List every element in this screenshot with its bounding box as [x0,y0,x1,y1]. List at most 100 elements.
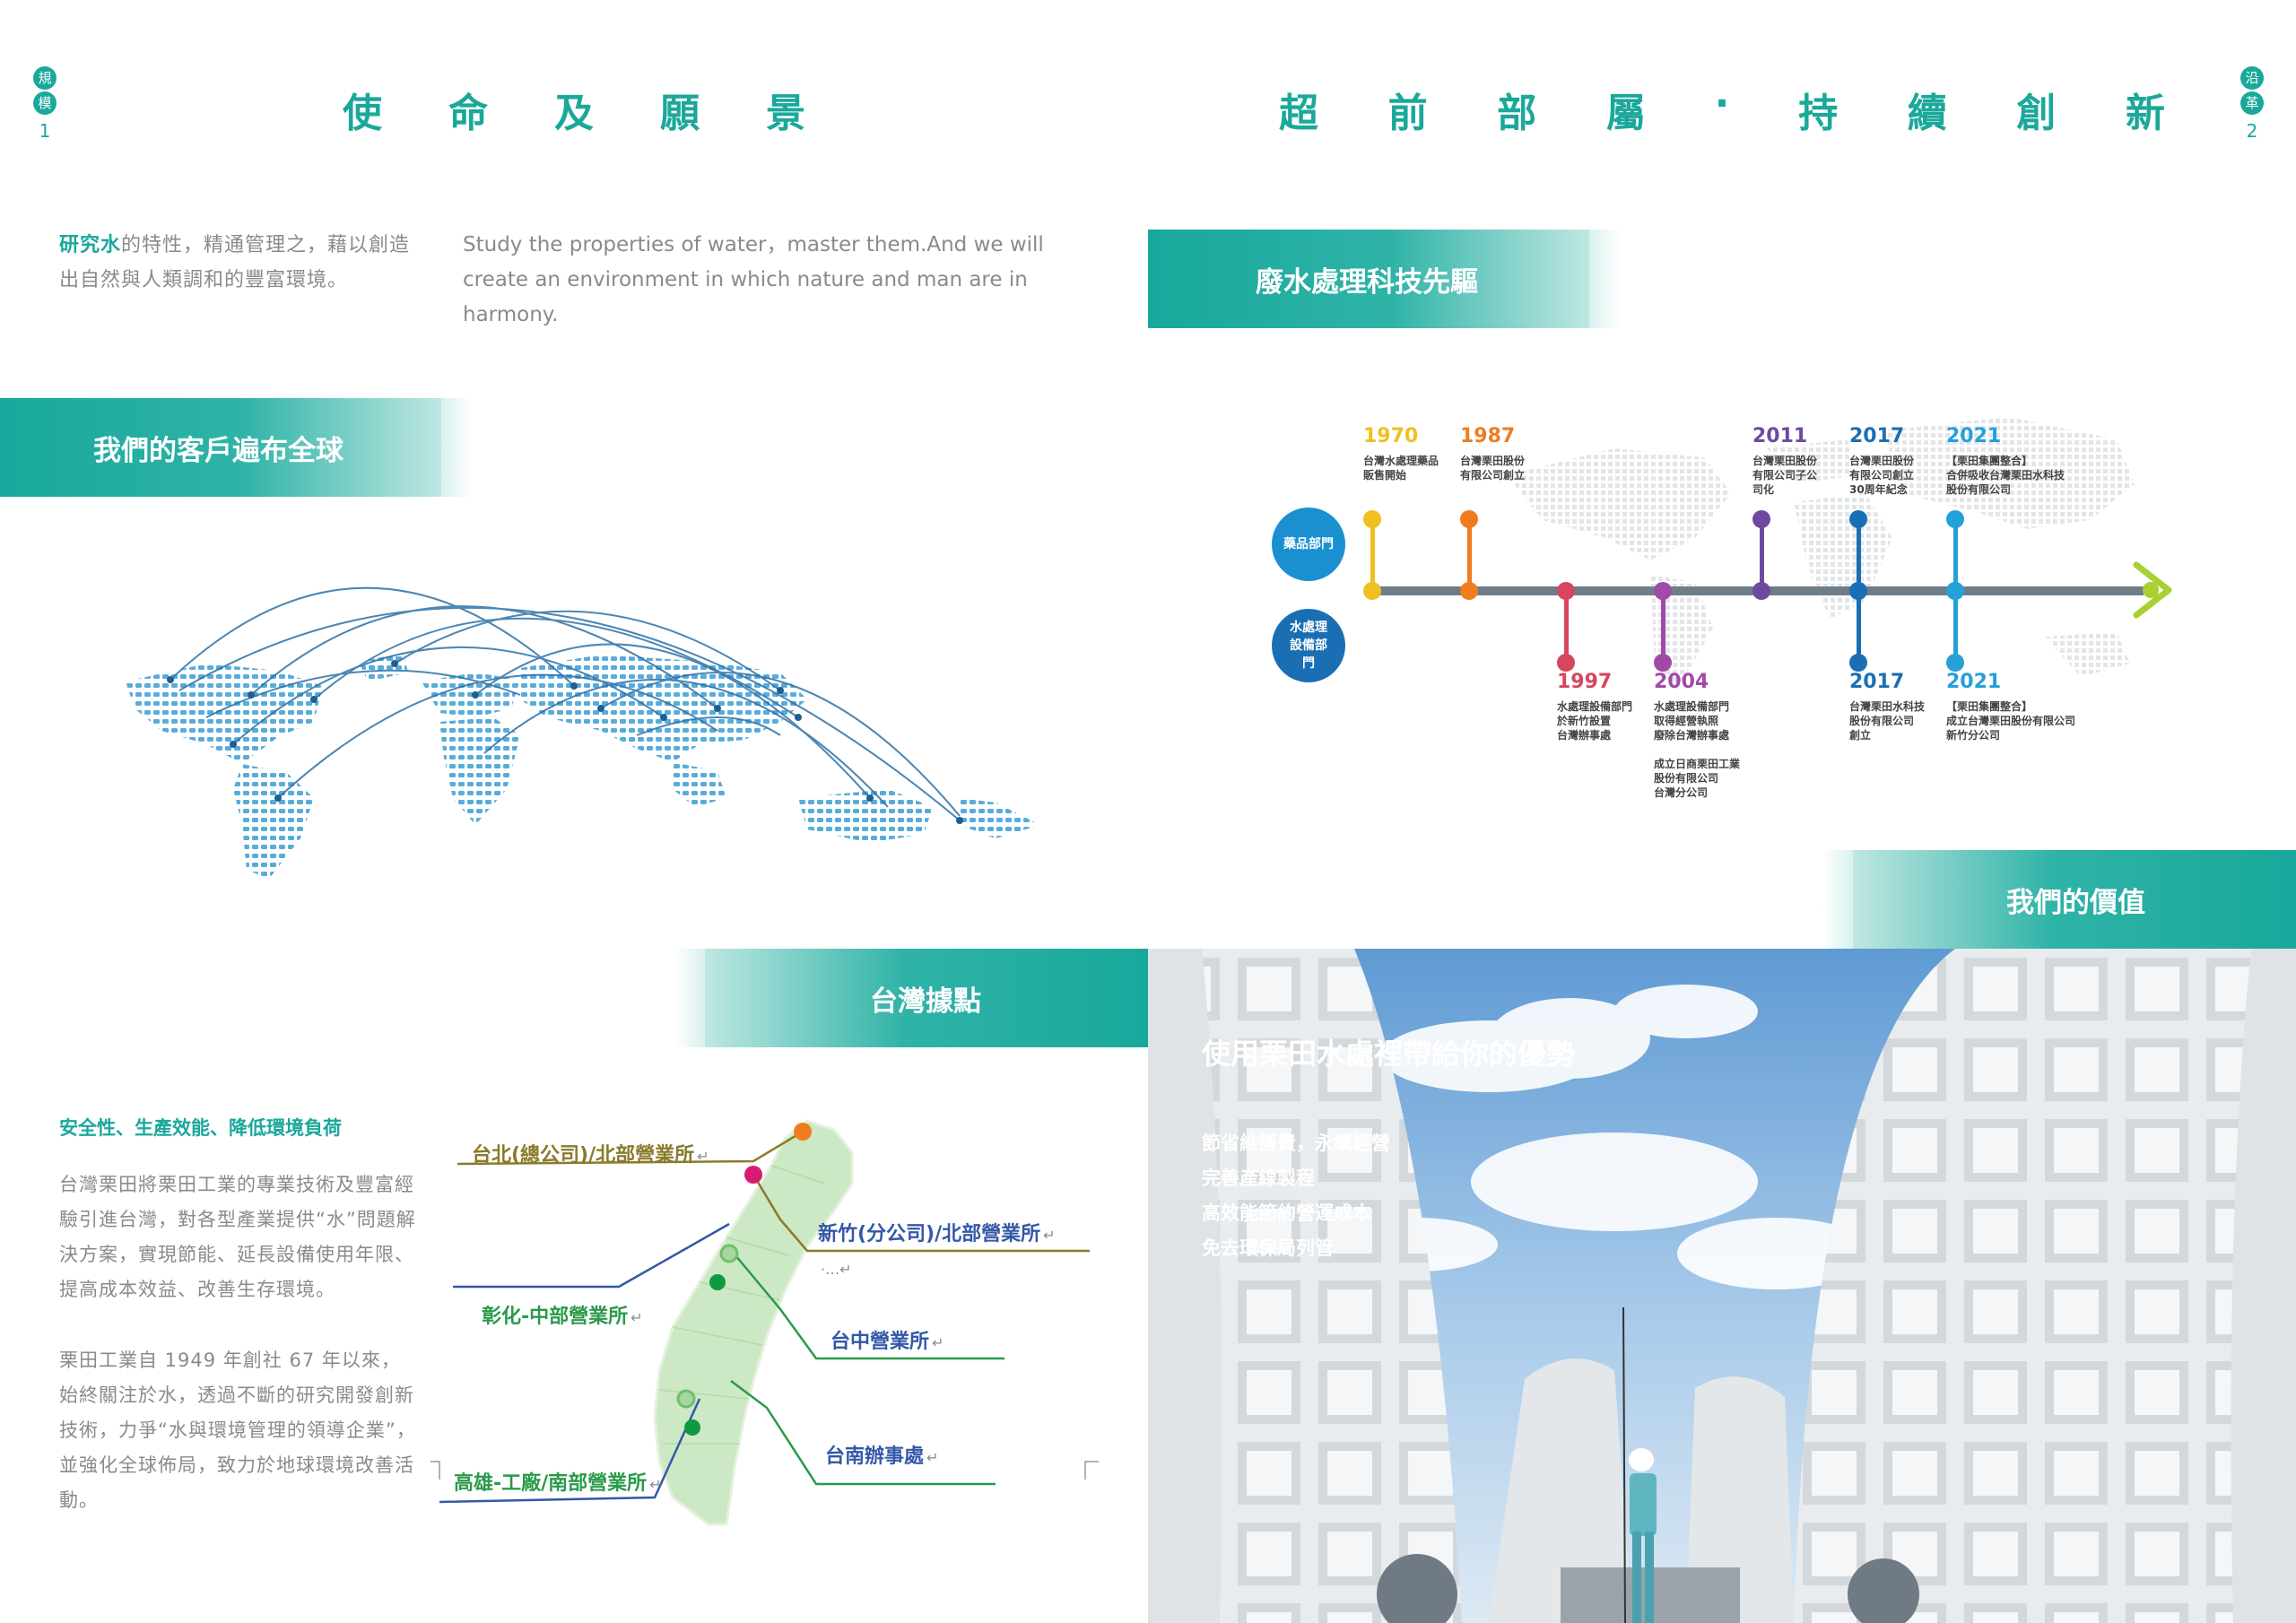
location-tainan: 台南辦事處↵ [825,1440,938,1469]
timeline-description: 台灣栗田股份有限公司創立 [1460,455,1526,482]
timeline-end-dot [1849,510,1867,528]
timeline-description: 【栗田集團整合】合併吸收台灣栗田水科技股份有限公司 [1946,455,2066,496]
timeline-node [1557,582,1575,600]
tab-char: 模 [33,91,57,115]
location-label: 台南辦事處 [825,1445,925,1468]
mission-highlight: 研究水 [59,234,122,256]
return-mark: ↵ [926,1449,939,1466]
timeline-stem [1953,519,1958,591]
timeline-node [1752,582,1770,600]
value-item: 免去環保局列管 [1202,1237,1334,1259]
banner-label: 我們的價值 [2006,886,2145,919]
banner-taiwan-locations: 台灣據點 [674,949,1148,1047]
dept-chemicals: 藥品部門 [1272,508,1345,581]
taiwan-subtitle: 安全性、生產效能、降低環境負荷 [59,1117,342,1139]
tab-char: 規 [33,66,57,90]
location-hsinchu-note: ·…↵ [818,1257,852,1280]
location-label: 台北(總公司)/北部營業所 [472,1144,695,1167]
banner-wastewater-pioneer: 廢水處理科技先驅 [1148,230,1620,328]
banner-global-customers: 我們的客戶遍布全球 [0,398,472,497]
banner-fade [674,949,705,1047]
page-tab-scale[interactable]: 規 模 1 [31,66,58,142]
mission-text-zh: 研究水的特性，精通管理之，藉以創造出自然與人類調和的豐富環境。 [59,228,418,298]
taiwan-paragraph-1: 台灣栗田將栗田工業的專業技術及豐富經驗引進台灣，對各型產業提供“水”問題解決方案… [59,1174,416,1300]
return-mark: ↵ [697,1148,709,1165]
location-label: 台中營業所 [831,1331,930,1353]
banner-fade [1822,850,1853,949]
timeline-year: 2021 [1946,671,2002,693]
timeline-year: 2021 [1946,425,2002,447]
timeline-node [1946,582,1964,600]
page-title-mission: 使 命 及 願 景 [343,81,805,138]
timeline-stem [1953,591,1958,663]
dept-label: 藥品部門 [1283,537,1334,551]
timeline-description: 台灣栗田股份有限公司子公司化 [1752,455,1818,496]
return-mark: ↵ [649,1476,662,1493]
timeline-stem [1760,519,1764,591]
title-char: 續 [1907,91,1947,136]
timeline-year: 1997 [1557,671,1613,693]
timeline-world-map-background [1507,417,2135,690]
location-label: 新竹(分公司)/北部營業所 [818,1223,1041,1245]
location-taipei: 台北(總公司)/北部營業所↵ [472,1139,709,1167]
location-kaohsiung: 高雄-工廠/南部營業所↵ [454,1467,662,1496]
location-taichung: 台中營業所↵ [831,1325,944,1354]
timeline-stem [1564,591,1569,663]
timeline-stem [1370,519,1375,591]
tab-number: 1 [39,120,51,142]
tab-char: 革 [2240,91,2264,115]
timeline-description: 台灣水處理藥品販售開始 [1363,455,1439,482]
taiwan-map [430,1119,1099,1526]
title-char: 部 [1497,91,1537,136]
location-label: 彰化-中部營業所 [482,1306,629,1328]
banner-label: 台灣據點 [870,985,981,1018]
timeline-end-dot [1460,510,1478,528]
tab-char: 沿 [2240,66,2264,90]
title-char: 使 [343,91,382,136]
tab-number: 2 [2246,120,2258,142]
timeline-end-dot [1363,510,1381,528]
timeline-end-dot [1849,654,1867,672]
page-tab-history[interactable]: 沿 革 2 [2239,66,2266,142]
timeline-end-dot [1752,510,1770,528]
mission-text-zh-rest: 的特性，精通管理之，藉以創造出自然與人類調和的豐富環境。 [59,234,411,291]
timeline-end-dot [1946,654,1964,672]
banner-label: 我們的客戶遍布全球 [93,434,344,467]
title-char: 持 [1798,91,1839,136]
world-map-illustration [126,586,1040,879]
title-char: 超 [1279,91,1318,136]
timeline-description: 台灣栗田水科技股份有限公司創立 [1849,700,1926,742]
location-changhua: 彰化-中部營業所↵ [482,1300,643,1329]
timeline-description: 【栗田集團整合】成立台灣栗田股份有限公司新竹分公司 [1946,700,2076,742]
dept-label: 水處理設備部門 [1290,621,1327,671]
value-item: 節省維護費，永續經營 [1202,1133,1390,1154]
timeline-description: 水處理設備部門取得經營執照廢除台灣辦事處 成立日商栗田工業股份有限公司台灣分公司 [1654,700,1741,799]
timeline-node [1363,582,1381,600]
timeline-year: 2017 [1849,425,1905,447]
timeline-end-dot [1557,654,1575,672]
timeline-end-dot [1946,510,1964,528]
title-char: 新 [2125,91,2165,136]
dept-water-equipment: 水處理設備部門 [1272,609,1345,682]
banner-fade [441,398,472,497]
title-char: 景 [766,91,805,136]
mission-text-en: Study the properties of water，master the… [463,233,1044,326]
timeline-year: 1970 [1363,425,1419,447]
value-item: 完善產線製程 [1202,1167,1315,1189]
location-hsinchu: 新竹(分公司)/北部營業所↵ [818,1218,1056,1246]
cooling-tower-photo [1148,949,2296,1623]
banner-fade [1589,230,1620,328]
timeline-stem [1857,519,1861,591]
timeline-year: 2011 [1752,425,1808,447]
title-char: 命 [448,91,488,136]
return-mark: ↵ [1043,1227,1056,1244]
banner-our-value: 我們的價值 [1822,850,2296,949]
timeline-stem [1467,519,1472,591]
timeline-stem [1857,591,1861,663]
timeline-end-dot [1654,654,1672,672]
title-char: 及 [554,91,594,136]
values-title: 使用栗田水處裡帶給你的優勢 [1202,1037,1576,1071]
title-char: 前 [1387,91,1428,136]
title-char: 創 [2016,91,2057,136]
